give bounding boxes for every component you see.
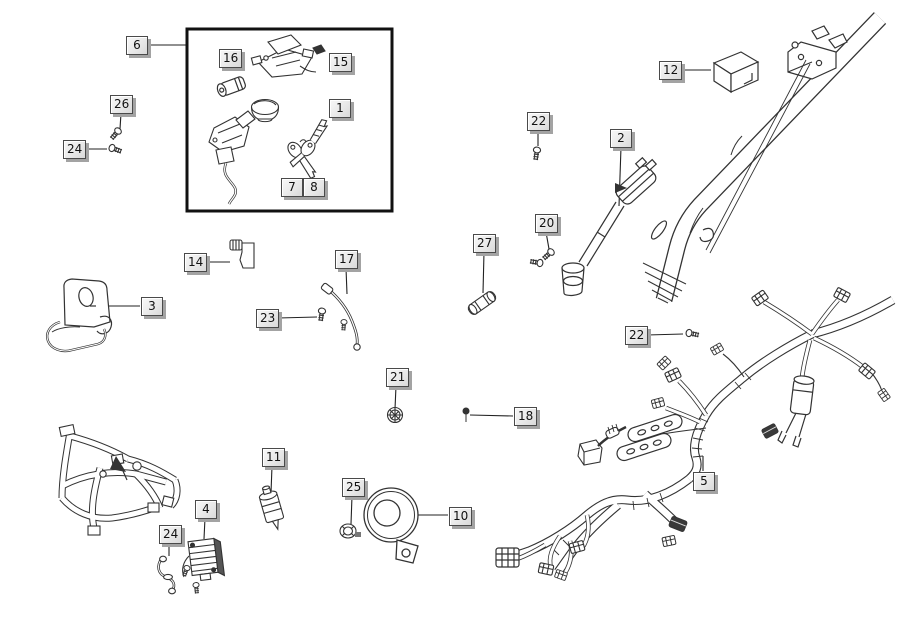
screw-22-mid-drawing [684, 328, 701, 340]
nut-21-drawing [386, 406, 404, 424]
frame-head-tube-drawing [642, 12, 887, 304]
screw-23-drawing [316, 307, 327, 322]
cable-17-drawing [320, 282, 361, 351]
horn-drawing [363, 487, 419, 564]
regulator-drawing [180, 537, 226, 595]
callout-4[interactable]: 4 [195, 500, 217, 519]
flasher-relay-drawing [258, 485, 285, 531]
part-12-box-drawing [712, 51, 760, 94]
lock-cylinder-drawing [216, 76, 246, 97]
switch-cap-drawing [250, 98, 280, 123]
callout-6[interactable]: 6 [126, 36, 148, 55]
boot-14-drawing [229, 239, 255, 269]
bracket-3-drawing [46, 278, 113, 353]
callout-14[interactable]: 14 [184, 253, 208, 272]
keys-drawing [287, 119, 329, 179]
callout-25[interactable]: 25 [342, 478, 366, 497]
callout-10[interactable]: 10 [449, 507, 473, 526]
callout-24-top[interactable]: 24 [63, 140, 87, 159]
wiring-harness-drawing [495, 286, 896, 582]
ignition-coil-drawing [561, 156, 658, 297]
screw-24-top-drawing [107, 143, 124, 156]
callout-7[interactable]: 7 [281, 178, 303, 197]
callout-18[interactable]: 18 [514, 407, 538, 426]
screw-18-drawing [462, 407, 470, 422]
callout-27[interactable]: 27 [473, 234, 497, 253]
callout-21[interactable]: 21 [386, 368, 410, 387]
callout-17[interactable]: 17 [335, 250, 359, 269]
callout-24-bottom[interactable]: 24 [159, 525, 183, 544]
callout-16[interactable]: 16 [219, 49, 243, 68]
strap-24-bottom-drawing [157, 555, 176, 595]
frame-rear-drawing [58, 423, 181, 536]
fuse-drawing [467, 291, 497, 315]
callout-3[interactable]: 3 [141, 297, 163, 316]
callout-8[interactable]: 8 [303, 178, 325, 197]
nut-25-drawing [339, 523, 361, 539]
callout-11[interactable]: 11 [262, 448, 286, 467]
leader-lines [85, 44, 711, 556]
callout-12[interactable]: 12 [659, 61, 683, 80]
ignition-lock-with-wire-drawing [208, 110, 256, 205]
callout-20[interactable]: 20 [535, 214, 559, 233]
ignition-switch-body-drawing [250, 34, 326, 78]
callout-15[interactable]: 15 [329, 53, 353, 72]
callout-5[interactable]: 5 [693, 472, 715, 491]
callout-23[interactable]: 23 [256, 309, 280, 328]
callout-2[interactable]: 2 [610, 129, 632, 148]
callout-1[interactable]: 1 [329, 99, 351, 118]
screws-20-drawing [528, 246, 557, 268]
callout-22-mid[interactable]: 22 [625, 326, 649, 345]
screw-22-top-drawing [531, 146, 542, 161]
callout-22-top[interactable]: 22 [527, 112, 551, 131]
screw-17-adjuster-drawing [339, 318, 348, 332]
callout-26[interactable]: 26 [110, 95, 134, 114]
